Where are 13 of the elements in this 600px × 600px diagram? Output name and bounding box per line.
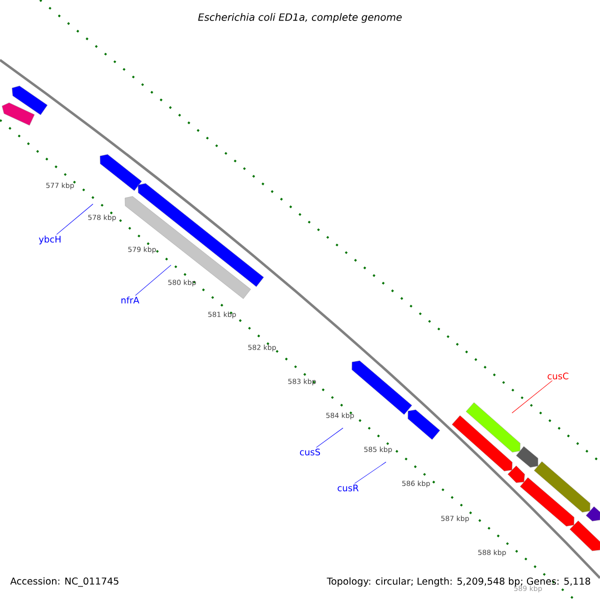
- gene-label: ybcH: [38, 236, 60, 244]
- leader-line: [56, 204, 94, 235]
- leader-line: [135, 264, 172, 296]
- gene-label: cusC: [548, 372, 568, 380]
- genome-info-label: Topology: circular; Length: 5,209,548 bp; Genes: 5,118: [326, 577, 590, 587]
- leader-line: [316, 428, 344, 448]
- gene-label: cusR: [338, 484, 359, 492]
- gene-label: cusS: [300, 448, 320, 456]
- title: Escherichia coli ED1a, complete genome: [198, 13, 402, 23]
- gene-label: nfrA: [121, 296, 140, 304]
- leader-line: [512, 380, 553, 414]
- accession-label: Accession: NC_011745: [10, 577, 118, 587]
- leader-line: [354, 462, 386, 484]
